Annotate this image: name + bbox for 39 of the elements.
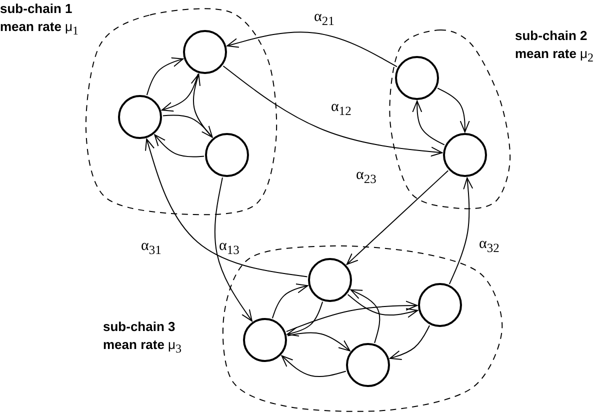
rate-label: α$_{13}$: [218, 238, 240, 258]
transition-arrow: [272, 284, 308, 319]
state-circle: [243, 318, 287, 362]
rate-label: α$_{32}$: [478, 236, 500, 256]
group-title: sub-chain 2: [515, 27, 588, 45]
transition-arrow: [390, 324, 430, 360]
transition-arrow: [226, 32, 398, 68]
state-circle: [118, 95, 162, 139]
group-title: sub-chain 3: [103, 318, 176, 336]
transition-arrow: [222, 66, 443, 157]
state-circle: [205, 133, 249, 177]
transition-arrow: [146, 57, 184, 96]
transition-arrow: [347, 294, 418, 318]
transition-arrow: [350, 289, 380, 344]
state-circle: [346, 343, 390, 387]
state-circle: [395, 56, 439, 100]
transition-arrow: [154, 134, 205, 158]
rate-label: α$_{12}$: [330, 99, 352, 119]
transition-arrow: [214, 177, 252, 322]
state-circle: [183, 30, 227, 74]
transition-arrow: [281, 355, 346, 378]
state-circle: [418, 283, 462, 327]
transition-arrow: [346, 170, 449, 265]
transition-arrow: [448, 177, 474, 285]
transition-arrow: [190, 74, 213, 138]
rate-label: α$_{21}$: [313, 9, 336, 29]
rate-label: α$_{31}$: [140, 238, 162, 258]
transition-arrow: [437, 88, 470, 132]
transition-arrow: [145, 138, 308, 278]
transition-arrow: [287, 332, 350, 352]
transition-arrow: [162, 114, 213, 138]
transition-arrow: [286, 301, 324, 336]
group-title: sub-chain 1: [0, 0, 74, 18]
state-circle: [443, 133, 487, 177]
transition-arrow: [286, 300, 418, 332]
state-circle: [308, 258, 352, 302]
transition-arrow: [412, 100, 445, 146]
transition-arrow: [161, 73, 199, 112]
rate-label: α$_{23}$: [355, 167, 378, 187]
